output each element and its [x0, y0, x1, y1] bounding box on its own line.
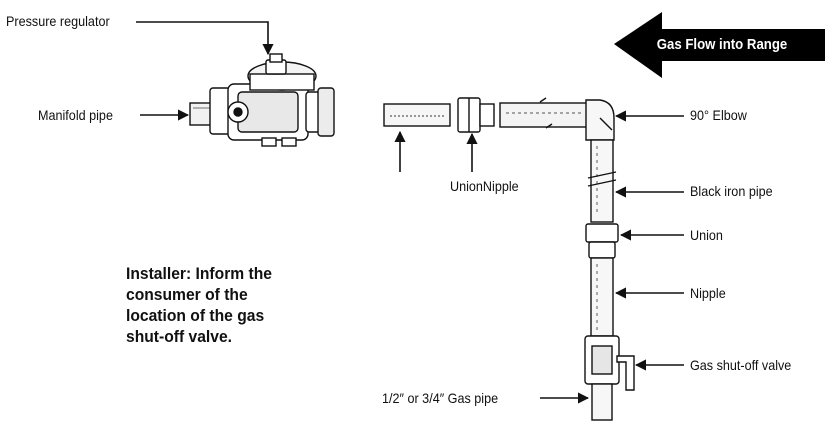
union-label: Union — [690, 227, 723, 243]
pressure-regulator-assembly — [189, 53, 335, 147]
elbow-fitting — [585, 99, 615, 141]
manifold-pipe-label: Manifold pipe — [38, 107, 113, 123]
black-iron-pipe-label: Black iron pipe — [690, 183, 773, 199]
gas-flow-label: Gas Flow into Range — [656, 36, 788, 53]
gas-pipe-label: 1/2″ or 3/4″ Gas pipe — [382, 390, 499, 406]
shutoff-valve-label: Gas shut-off valve — [690, 357, 792, 373]
leader-arrows — [136, 21, 684, 404]
gas-flow-arrow — [614, 12, 825, 78]
elbow-label: 90° Elbow — [690, 107, 747, 123]
horizontal-pipe-section — [383, 97, 591, 133]
note-line-3: location of the gas — [126, 306, 265, 325]
vertical-pipe-section — [584, 139, 635, 421]
note-line-2: consumer of the — [126, 285, 248, 304]
union-nipple-label: UnionNipple — [450, 178, 519, 194]
note-line-4: shut-off valve. — [126, 327, 233, 346]
nipple-label: Nipple — [690, 285, 726, 301]
note-line-1: Installer: Inform the — [126, 264, 272, 283]
pressure-regulator-label: Pressure regulator — [6, 13, 110, 29]
installer-note: Installer: Inform the consumer of the lo… — [126, 263, 346, 347]
